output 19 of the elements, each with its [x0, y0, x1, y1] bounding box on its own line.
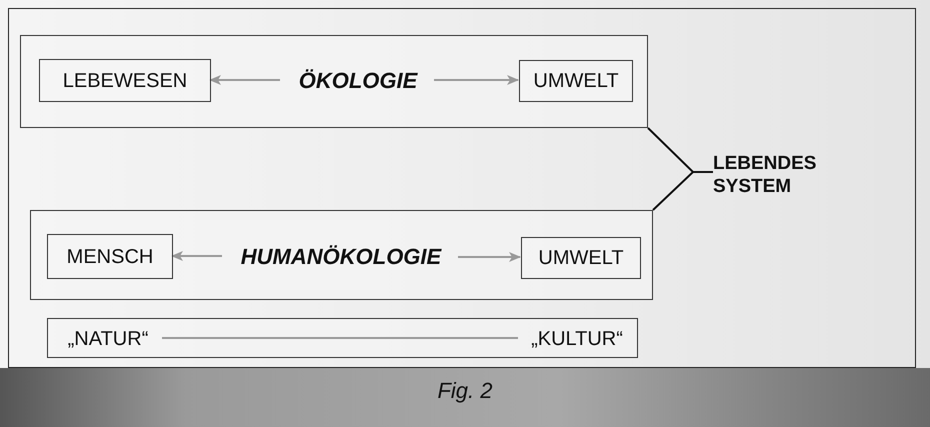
label-box: UMWELT — [521, 237, 641, 279]
term-label: „NATUR“ — [53, 324, 163, 354]
arrow — [209, 75, 280, 85]
term-label: HUMANÖKOLOGIE — [223, 241, 459, 273]
arrow — [458, 252, 521, 262]
group-frame — [47, 318, 638, 358]
term-label: ÖKOLOGIE — [281, 65, 435, 97]
group-frame — [30, 210, 653, 300]
bracket-line — [652, 171, 713, 211]
group-frame — [20, 35, 648, 128]
arrow — [171, 251, 222, 261]
connector-line — [162, 337, 518, 339]
figure-caption: Fig. 2 — [436, 378, 494, 404]
arrow — [434, 75, 519, 85]
label-box: LEBEWESEN — [39, 59, 211, 102]
term-label: „KULTUR“ — [519, 324, 635, 354]
label-box: MENSCH — [47, 234, 173, 279]
side-label: LEBENDES SYSTEM — [713, 148, 863, 204]
label-box: UMWELT — [519, 60, 633, 102]
